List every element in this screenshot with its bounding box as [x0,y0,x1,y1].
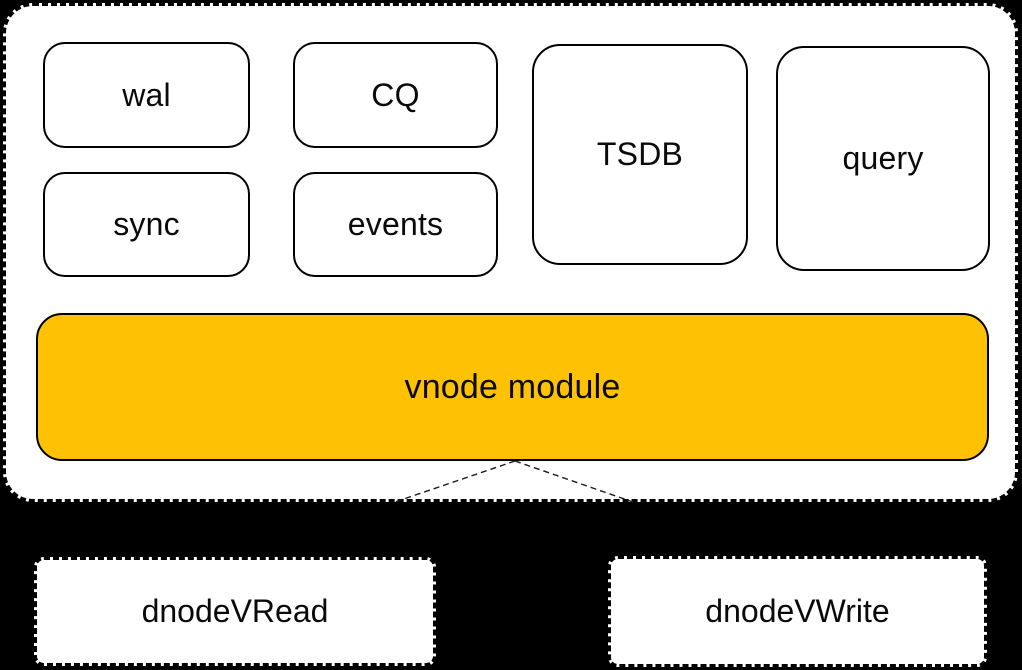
cq-module-label: CQ [371,76,420,113]
tsdb-module-box: TSDB [532,44,748,265]
query-module-box: query [776,46,990,271]
dnode-vwrite-label: dnodeVWrite [705,593,890,629]
dnode-vread-label: dnodeVRead [141,593,329,629]
vnode-module-label: vnode module [404,367,621,406]
wal-module-label: wal [122,76,171,113]
events-module-box: events [293,172,498,277]
cq-module-box: CQ [293,42,498,148]
events-module-label: events [347,206,444,242]
dnode-vwrite-box: dnodeVWrite [608,556,987,667]
wal-module-box: wal [43,42,250,148]
query-module-label: query [842,140,924,176]
sync-module-label: sync [113,206,180,242]
sync-module-box: sync [43,172,250,277]
dnode-vread-box: dnodeVRead [34,557,436,666]
vnode-module-box: vnode module [36,313,989,461]
tsdb-module-label: TSDB [596,136,684,172]
